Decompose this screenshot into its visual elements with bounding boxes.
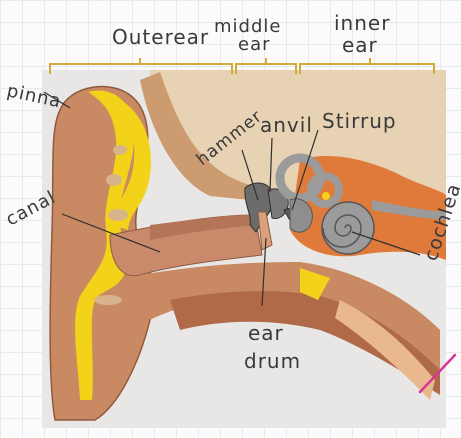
cartilage-spot	[94, 295, 122, 305]
cartilage-spot	[106, 174, 122, 186]
label-inner-ear-line2: ear	[342, 33, 378, 57]
round-window	[322, 192, 330, 200]
label-inner-ear-line1: inner	[334, 11, 390, 35]
cartilage-spot	[108, 209, 128, 221]
label-outer-ear: Outerear	[112, 25, 209, 49]
label-ear-drum-line2: drum	[244, 349, 301, 373]
label-middle-ear-line2: ear	[238, 34, 271, 55]
label-stirrup: Stirrup	[322, 109, 397, 133]
cartilage-spot	[113, 145, 127, 155]
label-ear-drum-line1: ear	[248, 321, 284, 345]
label-anvil: anvil	[260, 113, 313, 137]
